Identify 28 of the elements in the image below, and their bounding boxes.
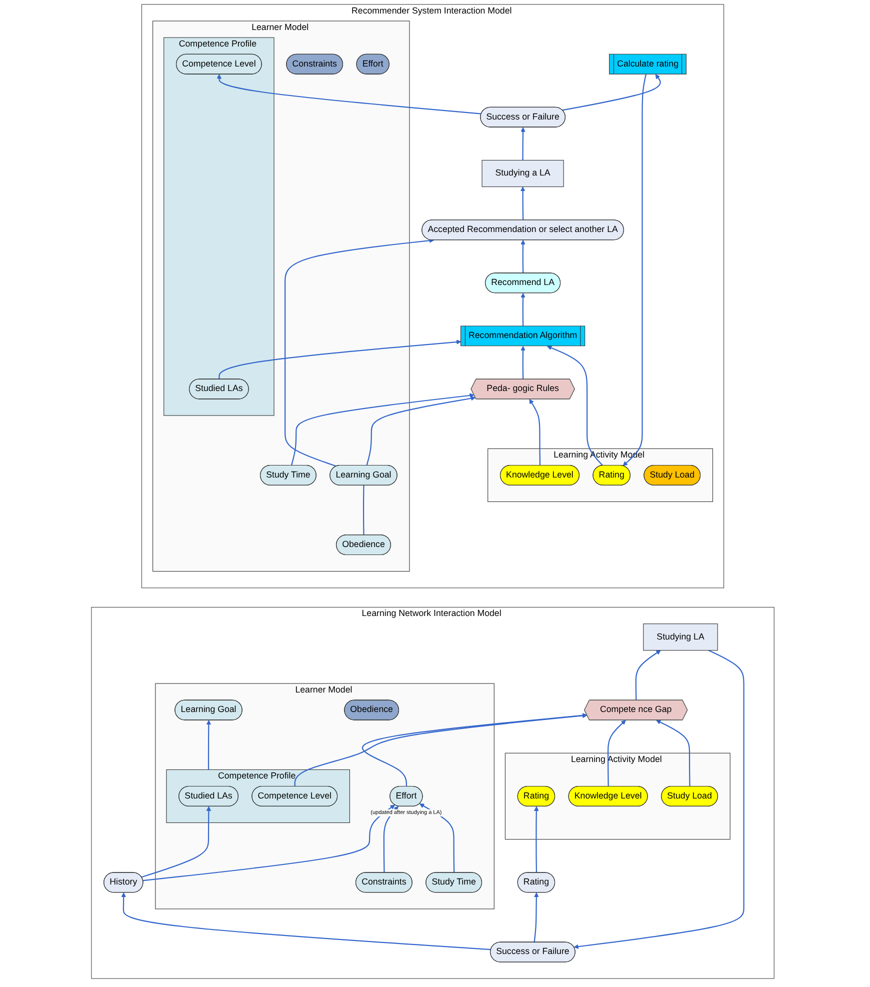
arrow [574,650,745,950]
arrow [216,74,482,114]
arrow [656,720,691,787]
arrow [534,892,540,942]
arrow [562,74,662,111]
arrow [636,650,662,700]
arrow [366,396,476,466]
arrow [143,804,396,882]
arrow [547,346,604,466]
node-box: Studying a LA [482,160,564,188]
node-box: Studying LA [643,624,718,651]
arrow [284,238,434,467]
arrow [534,806,540,873]
arrow [529,399,541,466]
arrow [520,127,526,160]
arrow [623,74,647,466]
arrow [206,720,212,770]
arrow [384,806,399,873]
arrow [520,292,526,326]
arrow [121,892,492,950]
arrow [218,340,462,380]
arrow [294,713,588,787]
arrow [520,186,526,220]
arrow [142,806,212,878]
arrow [291,393,475,466]
connector [363,485,365,536]
arrow [520,346,526,380]
arrow [520,240,526,274]
